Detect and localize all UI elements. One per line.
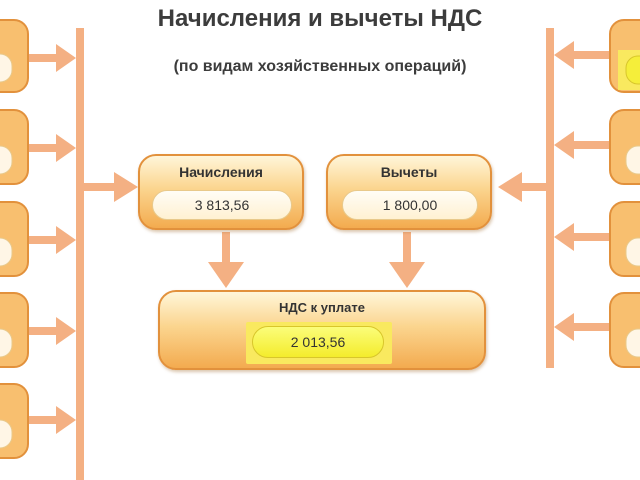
left-arrow-2	[26, 134, 76, 162]
left-source-value-3	[0, 237, 13, 267]
page-title: Начисления и вычеты НДС	[157, 5, 483, 32]
right-arrow-3	[554, 223, 612, 251]
left-source-value-5	[0, 419, 13, 449]
left-source-value-4	[0, 328, 13, 358]
left-arrow-5	[26, 406, 76, 434]
left-arrow-1	[26, 44, 76, 72]
left-source-value-1	[0, 53, 13, 83]
deductions-card[interactable]: Вычеты 1 800,00	[326, 154, 492, 230]
arrow-to-accruals	[84, 172, 138, 202]
left-vertical-connector	[76, 28, 84, 480]
vat-payable-card[interactable]: НДС к уплате 2 013,56	[158, 290, 486, 370]
deductions-label: Вычеты	[380, 164, 438, 180]
left-arrow-3	[26, 226, 76, 254]
vat-payable-value: 2 013,56	[252, 326, 384, 358]
right-arrow-2	[554, 131, 612, 159]
left-source-value-2	[0, 145, 13, 175]
accruals-label: Начисления	[179, 164, 263, 180]
right-source-value-3	[625, 237, 640, 267]
right-arrow-1	[554, 41, 612, 69]
right-source-value-4	[625, 328, 640, 358]
arrow-accruals-to-vat	[208, 232, 244, 288]
vat-payable-label: НДС к уплате	[279, 300, 365, 315]
arrow-deductions-to-vat	[389, 232, 425, 288]
deductions-value: 1 800,00	[342, 190, 478, 220]
accruals-value: 3 813,56	[152, 190, 292, 220]
page-subtitle: (по видам хозяйственных операций)	[173, 58, 467, 75]
right-source-value-2	[625, 145, 640, 175]
arrow-to-deductions	[498, 172, 546, 202]
right-arrow-4	[554, 313, 612, 341]
accruals-card[interactable]: Начисления 3 813,56	[138, 154, 304, 230]
right-source-value-1	[625, 55, 640, 85]
right-vertical-connector	[546, 28, 554, 368]
left-arrow-4	[26, 317, 76, 345]
